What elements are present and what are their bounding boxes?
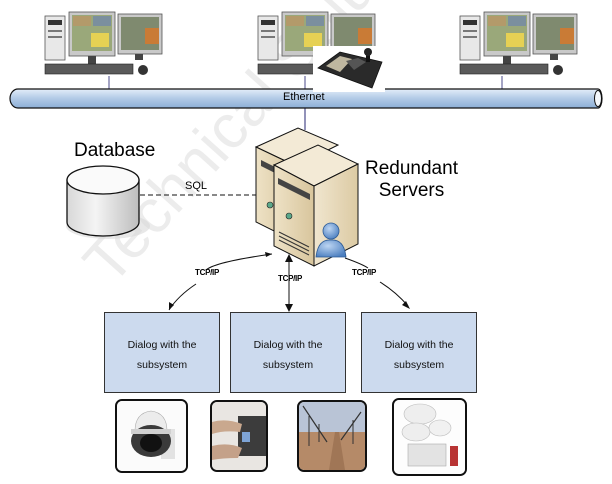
workstation-1 <box>44 11 163 75</box>
subsystem-box-line2: subsystem <box>262 359 314 371</box>
subsystem-box-3: Dialog with the subsystem <box>361 312 477 393</box>
subsystem-box-line1: Dialog with the <box>253 339 323 351</box>
database-title: Database <box>74 140 156 161</box>
fire-detector-icon <box>394 400 465 474</box>
servers-title-line1: Redundant <box>365 158 458 179</box>
ethernet-bus <box>9 88 603 109</box>
tcp-link-right <box>344 257 409 307</box>
database-icon <box>66 165 150 239</box>
tcp-label-right: TCP/IP <box>352 268 376 277</box>
subsystem-box-line2: subsystem <box>136 359 188 371</box>
subsystem-box-1: Dialog with the subsystem <box>104 312 220 393</box>
perimeter-fence-icon <box>299 402 365 470</box>
subsystem-box-line2: subsystem <box>393 359 445 371</box>
card-reader-icon <box>212 402 266 470</box>
user-icon <box>315 222 347 258</box>
subsystem-box-2: Dialog with the subsystem <box>230 312 346 393</box>
subsystem-box-line1: Dialog with the <box>127 339 197 351</box>
tcp-link-left <box>168 253 273 311</box>
tcp-label-mid: TCP/IP <box>278 274 302 283</box>
card-reader-image <box>210 400 268 472</box>
tcp-link-right-arrowhead <box>402 301 410 309</box>
ethernet-label: Ethernet <box>283 91 325 103</box>
workstation-2 <box>257 11 376 75</box>
dome-camera-icon <box>117 401 186 471</box>
subsystem-box-line1: Dialog with the <box>384 339 454 351</box>
workstation-3 <box>459 11 578 75</box>
server-front <box>272 144 360 267</box>
servers-title: Redundant Servers <box>365 158 458 202</box>
tcp-link-left-arrowheads <box>169 252 272 310</box>
ptz-controller <box>313 46 385 92</box>
perimeter-fence-image <box>297 400 367 472</box>
sql-label: SQL <box>185 180 208 192</box>
tcp-label-left: TCP/IP <box>195 268 219 277</box>
servers-title-line2: Servers <box>378 180 445 201</box>
fire-detectors-image <box>392 398 467 476</box>
dome-camera-image <box>115 399 188 473</box>
